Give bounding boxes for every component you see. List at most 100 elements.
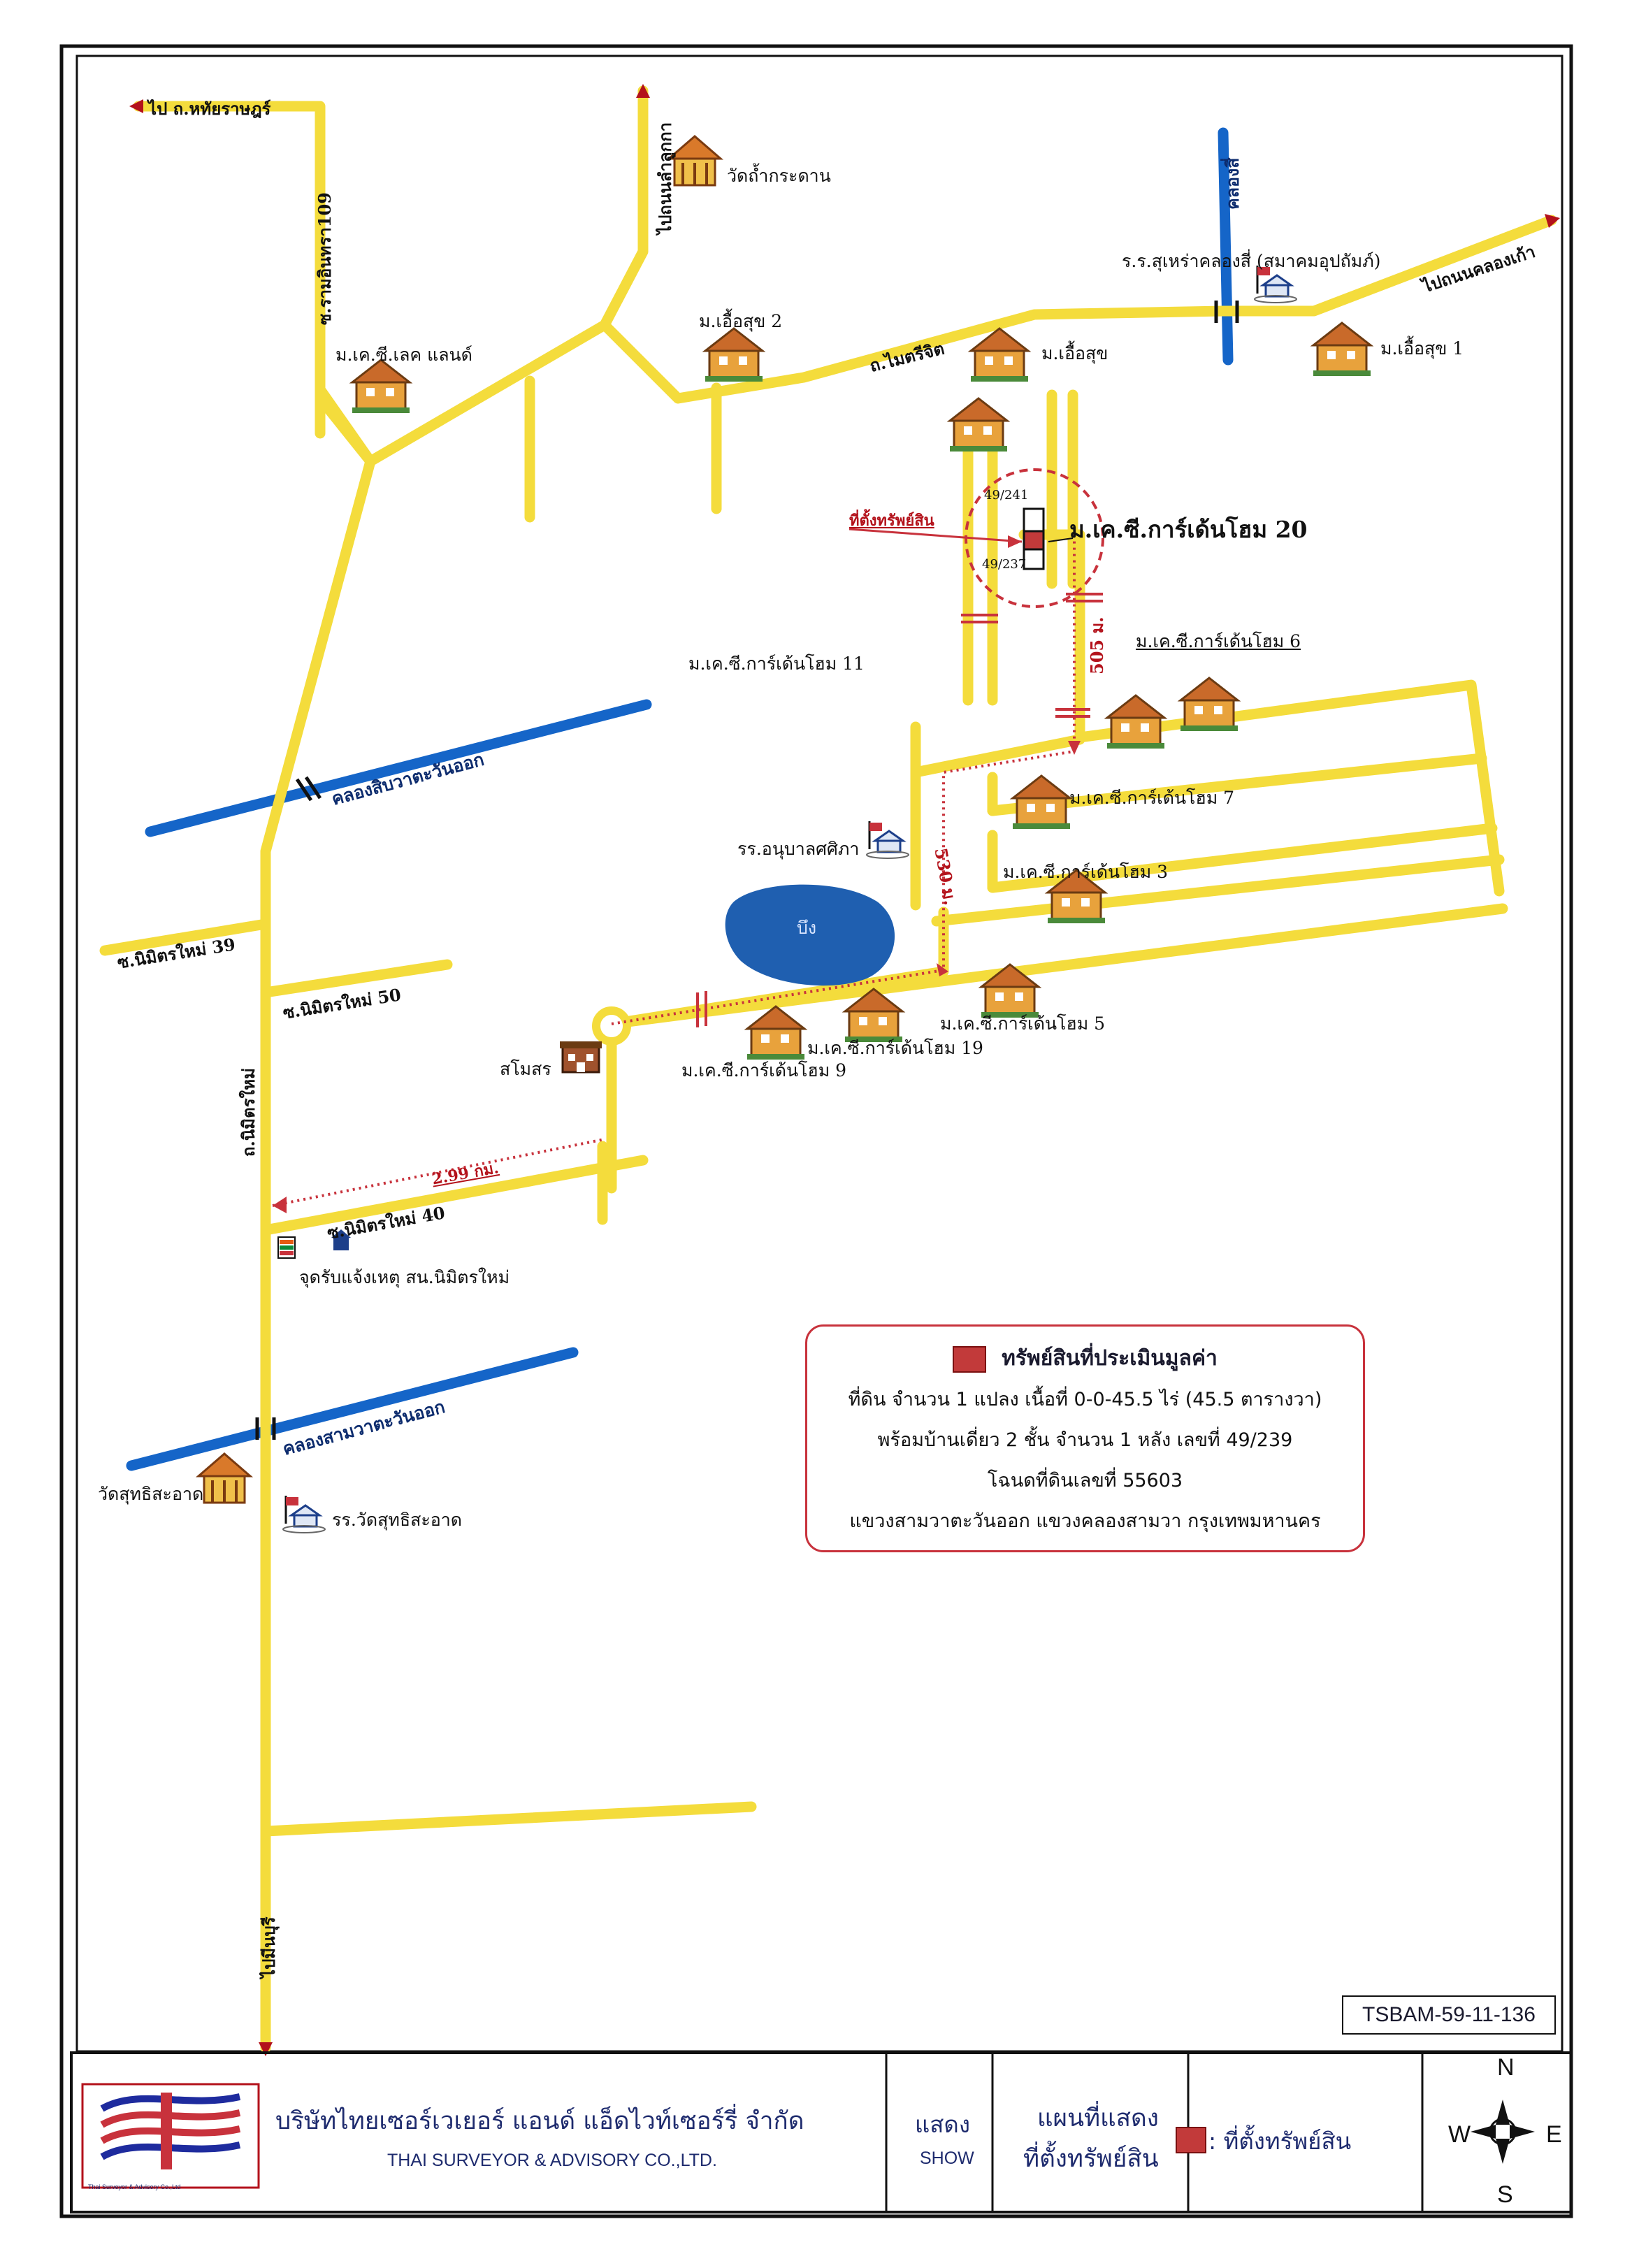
road-soi-39 bbox=[99, 918, 271, 956]
plot-label-49-237: 49/237 bbox=[982, 557, 1027, 572]
arrow-northeast bbox=[1545, 214, 1560, 228]
title-block: Thai Surveyor & Advisory Co.,Ltd บริษัทไ… bbox=[70, 2051, 1573, 2213]
house-icon bbox=[1104, 694, 1168, 749]
info-line-2: พร้อมบ้านเดี่ยว 2 ชั้น จำนวน 1 หลัง เลขท… bbox=[877, 1429, 1293, 1451]
place-police-box: จุดรับแจ้งเหตุ สน.นิมิตรใหม่ bbox=[299, 1267, 510, 1287]
roundabout-circle bbox=[592, 1006, 631, 1046]
place-school-wat-suthisa-at: รร.วัดสุทธิสะอาด bbox=[332, 1510, 463, 1530]
place-mu-kc-11: ม.เค.ซี.การ์เด้นโฮม 11 bbox=[688, 653, 865, 674]
road-roundabout bbox=[606, 903, 1508, 1030]
company-name-en: THAI SURVEYOR & ADVISORY CO.,LTD. bbox=[387, 2151, 717, 2170]
house-icon bbox=[842, 988, 906, 1042]
temple-icon bbox=[665, 135, 724, 187]
map-frame-outer bbox=[59, 44, 1573, 2218]
clubhouse-icon bbox=[560, 1041, 602, 1074]
canal-label-khlong-si: คลองสี่ bbox=[1222, 157, 1243, 210]
arrow-west bbox=[129, 99, 143, 113]
legend-swatch-icon bbox=[1176, 2127, 1206, 2153]
info-line-3: โฉนดที่ดินเลขที่ 55603 bbox=[987, 1470, 1183, 1491]
temple-icon bbox=[195, 1452, 254, 1504]
place-mu-kc-19: ม.เค.ซี.การ์เด้นโฮม 19 bbox=[807, 1038, 983, 1058]
property-info-box: ทรัพย์สินที่ประเมินมูลค่า ที่ดิน จำนวน 1… bbox=[805, 1324, 1365, 1552]
show-label-en: SHOW bbox=[920, 2148, 974, 2168]
house-icon bbox=[1009, 774, 1074, 829]
place-mu-kc-9: ม.เค.ซี.การ์เด้นโฮม 9 bbox=[681, 1060, 847, 1081]
road-label-to-lam-luk-ka: ไปถนนลำลูกกา bbox=[655, 122, 675, 234]
house-icon bbox=[1044, 869, 1109, 923]
place-kindergarten: รร.อนุบาลศศิภา bbox=[737, 839, 860, 859]
legend-label: : ที่ตั้งทรัพย์สิน bbox=[1208, 2128, 1352, 2155]
compass-south: S bbox=[1497, 2181, 1513, 2208]
place-roundabout-club: สโมสร bbox=[500, 1059, 551, 1079]
seven-eleven-icon bbox=[277, 1236, 296, 1259]
distance-505: 505 ม. bbox=[1087, 616, 1107, 674]
place-mu-uea-suk-2: ม.เอื้อสุข 2 bbox=[699, 311, 783, 331]
school-icon bbox=[1254, 266, 1297, 303]
compass-north: N bbox=[1497, 2054, 1515, 2081]
place-mu-kc-7: ม.เค.ซี.การ์เด้นโฮม 7 bbox=[1069, 788, 1235, 808]
arrow-north bbox=[636, 84, 650, 98]
plot-49-241 bbox=[1023, 507, 1045, 534]
compass-icon bbox=[1471, 2100, 1535, 2164]
arrow-south bbox=[259, 2042, 273, 2056]
place-mu-kc-20: ม.เค.ซี.การ์เด้นโฮม 20 bbox=[1069, 516, 1308, 543]
place-mu-uea-suk-1: ม.เอื้อสุข 1 bbox=[1380, 338, 1464, 359]
company-name-th: บริษัทไทยเซอร์เวเยอร์ แอนด์ แอ็ดไวท์เซอร… bbox=[275, 2107, 804, 2135]
house-icon bbox=[967, 327, 1032, 382]
logo-caption: Thai Surveyor & Advisory Co.,Ltd bbox=[88, 2183, 181, 2190]
show-label-th: แสดง bbox=[915, 2111, 970, 2138]
house-icon bbox=[702, 327, 766, 382]
road-soi-50 bbox=[260, 959, 453, 998]
reference-code: TSBAM-59-11-136 bbox=[1342, 1995, 1556, 2035]
school-icon bbox=[866, 821, 909, 859]
property-swatch-icon bbox=[953, 1346, 987, 1373]
roads bbox=[99, 85, 1557, 2053]
plot-49-237 bbox=[1023, 548, 1045, 570]
pond-shape bbox=[725, 884, 895, 986]
company-logo bbox=[81, 2083, 260, 2189]
place-pond: บึง bbox=[797, 918, 817, 938]
house-icon bbox=[978, 963, 1042, 1018]
place-school-khlong-si: ร.ร.สุเหร่าคลองสี่ (สมาคมอุปถัมภ์) bbox=[1122, 251, 1381, 271]
info-line-1: ที่ดิน จำนวน 1 แปลง เนื้อที่ 0-0-45.5 ไร… bbox=[848, 1389, 1322, 1410]
plot-property bbox=[1023, 530, 1045, 552]
canals bbox=[126, 127, 1234, 1471]
road-label-to-min-buri: ไปมีนบุรี bbox=[259, 1916, 279, 1978]
road-label-ramintra-109: ซ.รามอินทรา109 bbox=[315, 192, 335, 325]
road-label-to-thahan-rap: ไป ถ.หทัยราษฎร์ bbox=[148, 99, 271, 119]
house-icon bbox=[1177, 677, 1241, 731]
road-soi-40 bbox=[260, 1155, 649, 1236]
place-mu-kc-6: ม.เค.ซี.การ์เด้นโฮม 6 bbox=[1136, 631, 1301, 651]
house-icons bbox=[349, 322, 1374, 1060]
map-title-line-2: ที่ตั้งทรัพย์สิน bbox=[1023, 2145, 1159, 2173]
place-mu-uea-suk: ม.เอื้อสุข bbox=[1041, 343, 1109, 363]
canal-khlong-sip-wa bbox=[145, 699, 652, 837]
info-title: ทรัพย์สินที่ประเมินมูลค่า bbox=[807, 1342, 1363, 1375]
road-mai-tri-chit bbox=[599, 215, 1557, 404]
road-label-nimit-mai: ถ.นิมิตรใหม่ bbox=[238, 1068, 259, 1157]
info-line-4: แขวงสามวาตะวันออก แขวงคลองสามวา กรุงเทพม… bbox=[849, 1510, 1321, 1532]
place-wat-tham-kradan: วัดถ้ำกระดาน bbox=[727, 166, 831, 186]
house-icon bbox=[349, 359, 413, 413]
place-mu-kc-5: ม.เค.ซี.การ์เด้นโฮม 5 bbox=[940, 1013, 1106, 1034]
info-title-text: ทรัพย์สินที่ประเมินมูลค่า bbox=[1002, 1346, 1218, 1371]
place-mu-kc-lake-land: ม.เค.ซี.เลค แลนด์ bbox=[335, 345, 472, 365]
road-to-lam-luk-ka bbox=[365, 85, 649, 467]
plot-label-49-241: 49/241 bbox=[984, 488, 1029, 503]
house-icon bbox=[744, 1005, 808, 1060]
map-title-line-1: แผนที่แสดง bbox=[1037, 2104, 1159, 2132]
compass-east: E bbox=[1546, 2121, 1562, 2148]
house-icon bbox=[1310, 322, 1374, 376]
compass-west: W bbox=[1448, 2121, 1471, 2148]
police-box-icon bbox=[331, 1229, 351, 1250]
place-mu-kc-3: ม.เค.ซี.การ์เด้นโฮม 3 bbox=[1003, 862, 1169, 882]
house-icon bbox=[946, 397, 1011, 452]
direction-arrows bbox=[129, 84, 1560, 2056]
canal-khlong-sam-wa bbox=[126, 1347, 579, 1471]
property-location-label: ที่ตั้งทรัพย์สิน bbox=[849, 512, 934, 530]
road-nw-diagonal bbox=[260, 386, 376, 2053]
place-wat-suthisa-at: วัดสุทธิสะอาด bbox=[98, 1484, 204, 1504]
school-icon bbox=[282, 1496, 326, 1533]
canal-khlong-si bbox=[1218, 127, 1234, 366]
